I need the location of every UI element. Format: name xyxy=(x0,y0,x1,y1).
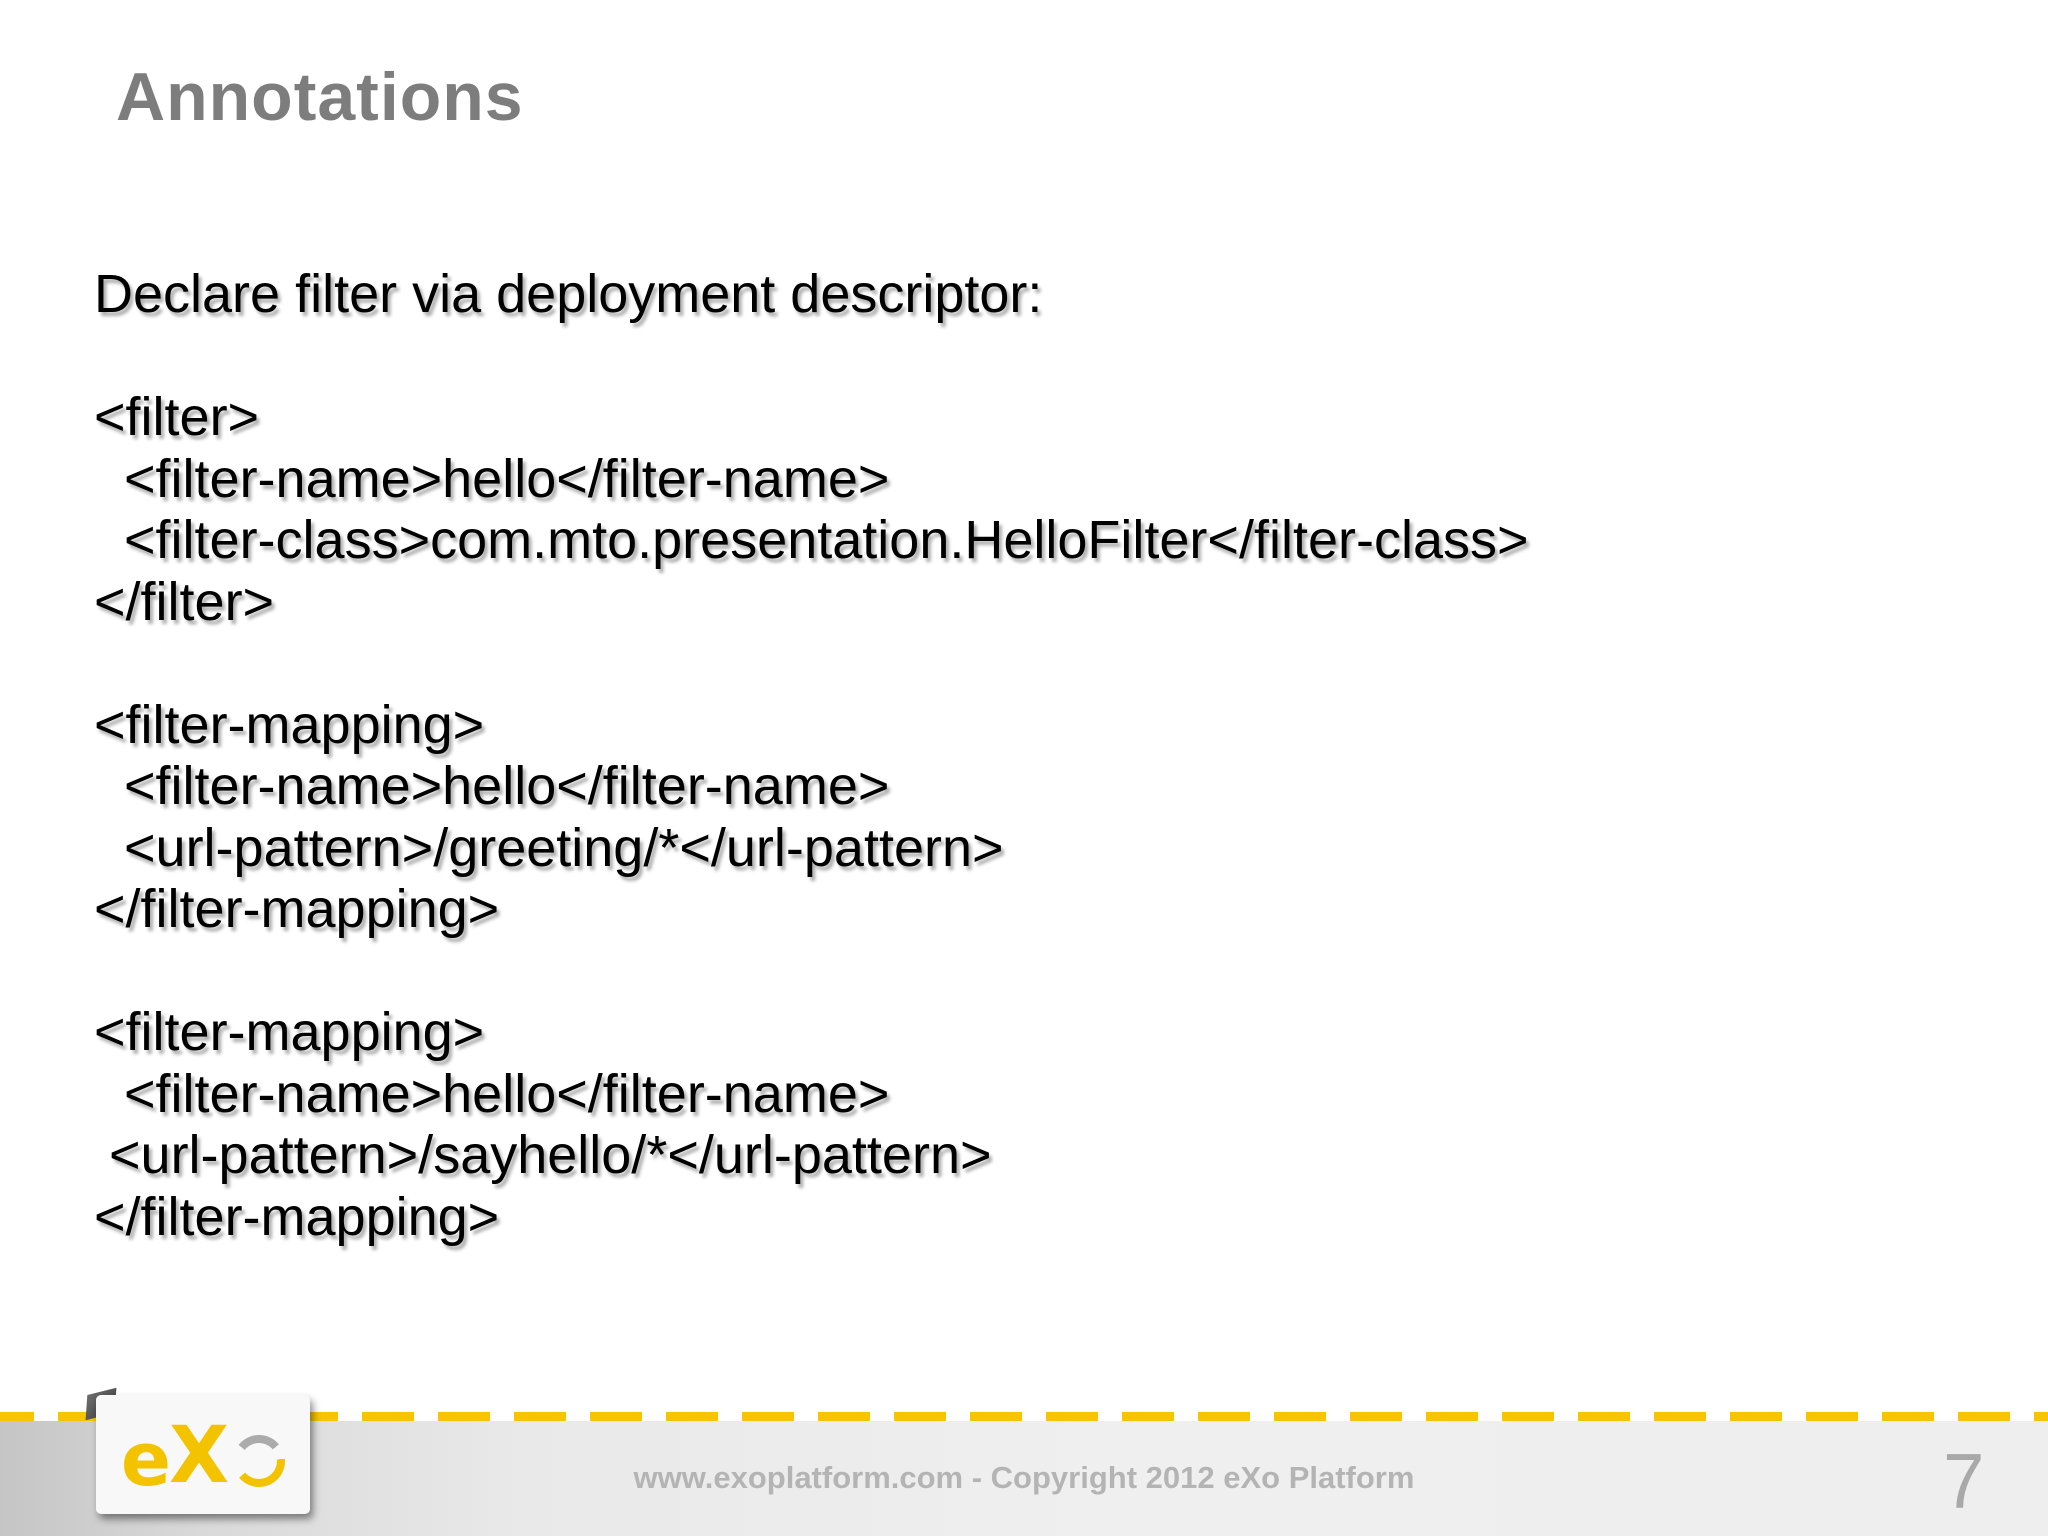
slide-body-code: Declare filter via deployment descriptor… xyxy=(94,264,1529,1247)
exo-logo: e X xyxy=(96,1395,310,1514)
exo-logo-letter-x: X xyxy=(169,1410,230,1501)
page-number: 7 xyxy=(1943,1437,1985,1525)
footer-dashed-divider xyxy=(0,1412,2048,1421)
footer-copyright: www.exoplatform.com - Copyright 2012 eXo… xyxy=(633,1460,1415,1495)
exo-logo-letter-e: e xyxy=(120,1416,172,1503)
exo-logo-o-ring-icon xyxy=(233,1434,286,1487)
page-title: Annotations xyxy=(116,59,524,135)
footer-bar xyxy=(0,1421,2048,1536)
